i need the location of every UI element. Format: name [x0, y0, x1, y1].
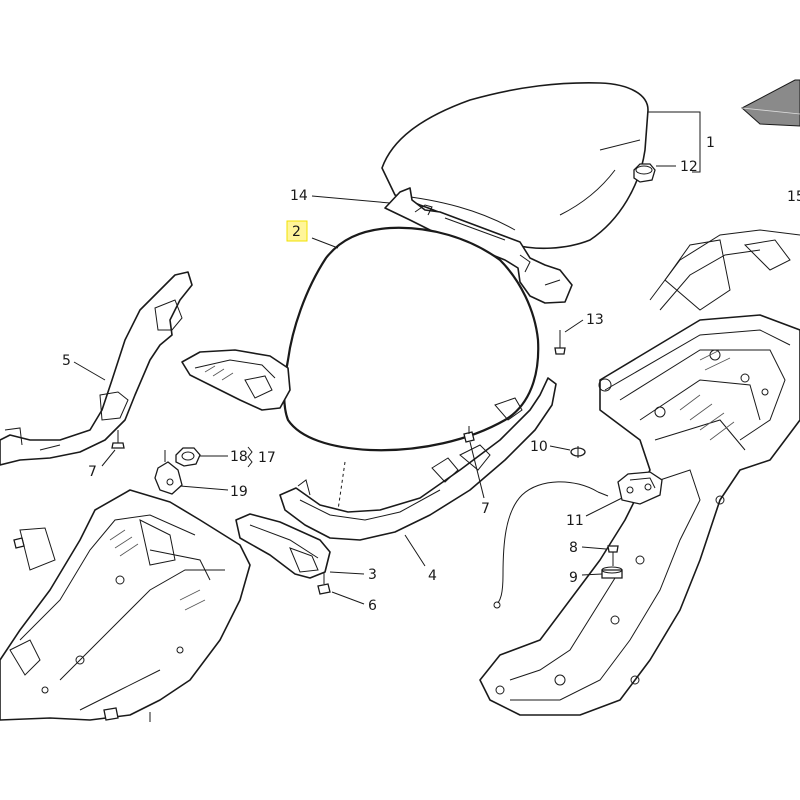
tail-light-housing [181, 349, 291, 411]
undertray [0, 489, 251, 721]
callout-18: 18 [230, 449, 248, 465]
left-side-panel [0, 271, 193, 466]
bracket-3 [235, 513, 331, 579]
rear-subframe [479, 229, 800, 716]
screw-6 [317, 572, 331, 595]
callout-1: 1 [706, 135, 715, 151]
callout-15: 15 [787, 189, 800, 205]
screw-8 [607, 545, 619, 566]
callout-14: 14 [290, 188, 308, 204]
screw-7-rail [463, 426, 475, 443]
seat-pad [283, 226, 540, 452]
fastener-left [13, 537, 25, 549]
grab-rail [279, 377, 557, 541]
callout-7-rail: 7 [481, 501, 490, 517]
callout-19: 19 [230, 484, 248, 500]
fastener-bottom [103, 707, 119, 721]
callout-2-highlight [286, 220, 308, 242]
rubber-mount-9 [601, 566, 623, 579]
callout-7-left: 7 [88, 464, 97, 480]
callout-10: 10 [530, 439, 548, 455]
callout-8: 8 [569, 540, 578, 556]
callout-2: 2 [292, 224, 301, 240]
leader-lines [73, 111, 701, 722]
bracket-19 [154, 450, 183, 495]
seat-release-cable [493, 481, 609, 609]
callout-17: 17 [258, 450, 276, 466]
callout-9: 9 [569, 570, 578, 586]
callout-5: 5 [62, 353, 71, 369]
callout-3: 3 [368, 567, 377, 583]
callout-4: 4 [428, 568, 437, 584]
washer-10 [570, 446, 586, 458]
callouts: 2 1 12 14 15 13 5 7 18 17 19 10 7 11 8 9… [62, 135, 800, 614]
screw-7-left [111, 430, 125, 449]
seat-latch [617, 471, 663, 505]
manual-card [741, 79, 800, 127]
callout-6: 6 [368, 598, 377, 614]
callout-11: 11 [566, 513, 584, 529]
callout-13: 13 [586, 312, 604, 328]
callout-12: 12 [680, 159, 698, 175]
nut-18 [175, 447, 201, 467]
bolt-13 [554, 330, 566, 355]
nut-12 [633, 163, 656, 183]
